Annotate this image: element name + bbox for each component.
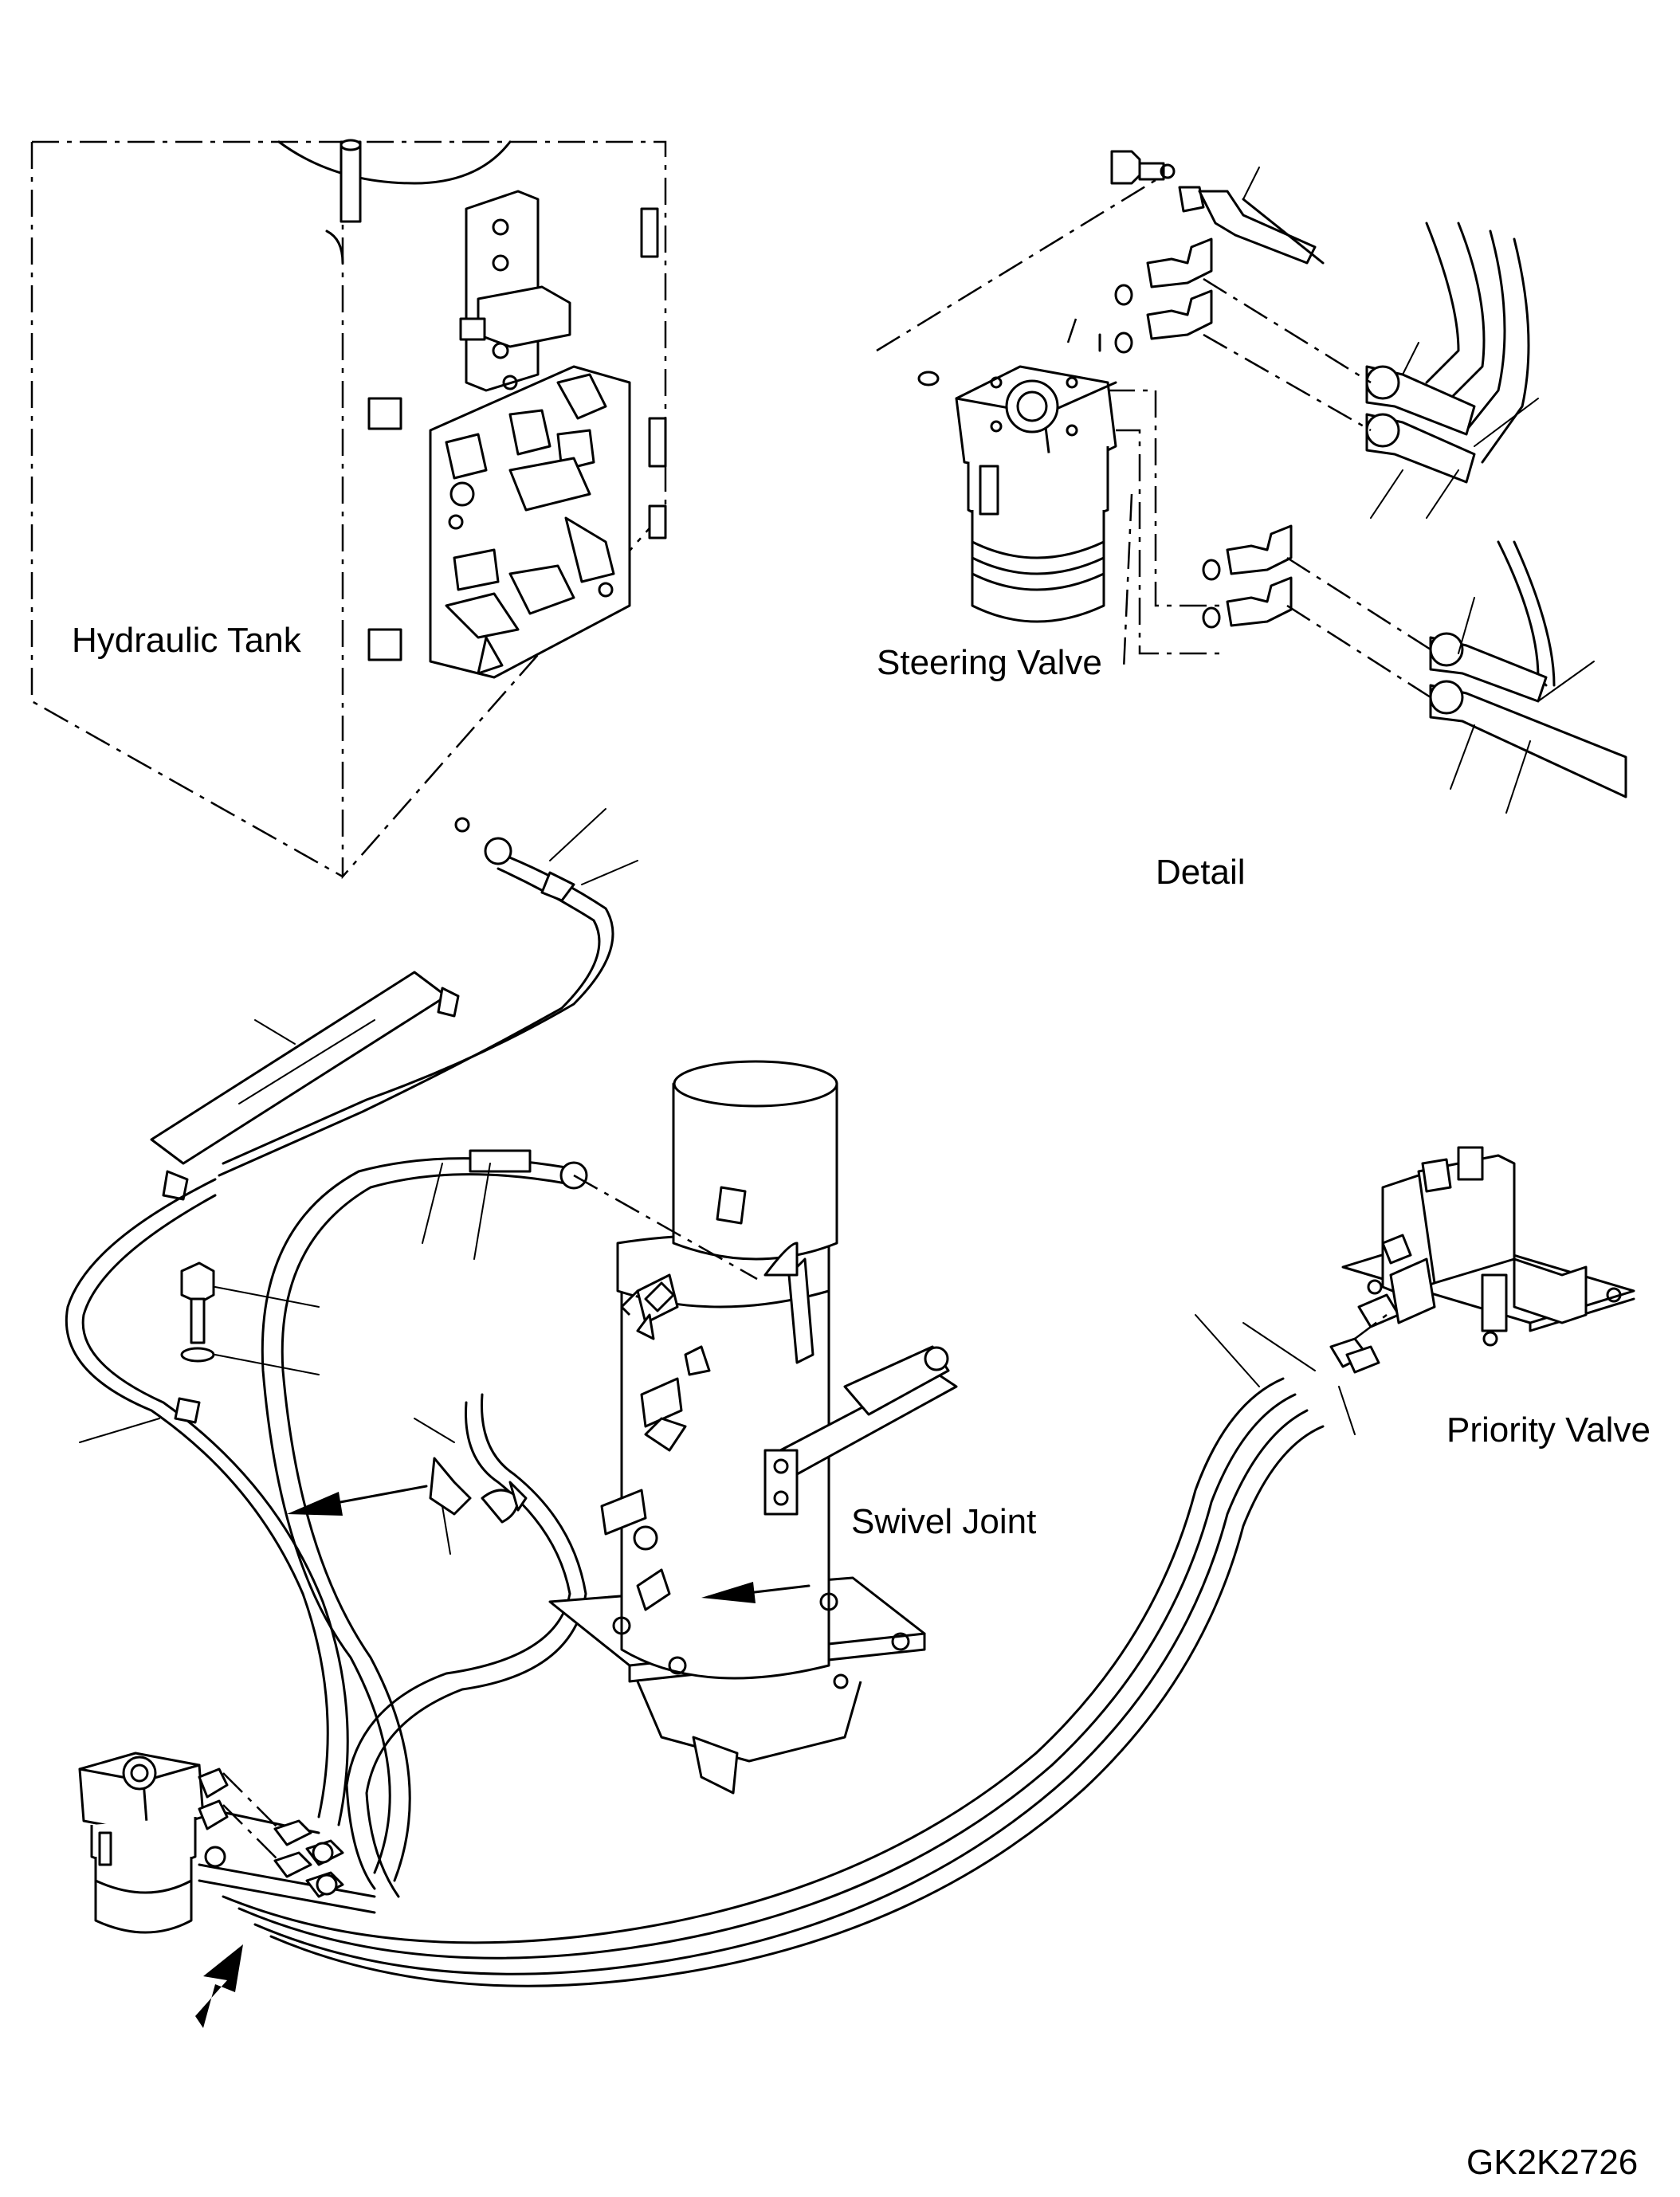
hydraulic-tank: [30, 139, 667, 880]
label-steering-valve: Steering Valve: [877, 643, 1102, 682]
swivel-joint: [548, 1060, 958, 1795]
drawing-code: GK2K2726: [1466, 2143, 1639, 2182]
detail-exploded-view: [876, 150, 1627, 814]
direction-arrow: [287, 1485, 428, 1516]
label-swivel-joint: Swivel Joint: [851, 1502, 1037, 1541]
steering-valve-installed: [78, 1752, 344, 2028]
priority-valve: [1341, 1146, 1635, 1347]
label-priority-valve: Priority Valve: [1446, 1410, 1651, 1450]
label-hydraulic-tank: Hydraulic Tank: [72, 621, 301, 660]
label-detail: Detail: [1156, 853, 1246, 892]
bolt-and-washer: [79, 1261, 320, 1443]
hose-routing: [65, 837, 1380, 1987]
leader-lines: [254, 808, 1356, 1555]
